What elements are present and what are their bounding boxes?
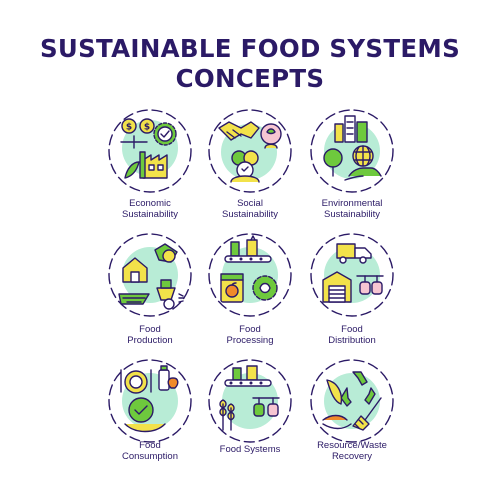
concept-label: Food Processing <box>226 324 274 346</box>
concept-food-distribution: Food Distribution <box>282 232 422 358</box>
concept-label: Food Distribution <box>328 324 376 346</box>
concept-resource-waste-recovery: Resource/Waste Recovery <box>282 358 422 484</box>
concept-label: Resource/Waste Recovery <box>317 440 387 462</box>
concept-economic-sustainability: $ $ Economic Sustainability <box>80 108 220 234</box>
concept-label: Social Sustainability <box>222 198 278 220</box>
concept-social-sustainability: Social Sustainability <box>180 108 320 234</box>
money-gear-factory-icon: $ $ <box>107 108 193 194</box>
handshake-people-icon <box>207 108 293 194</box>
concept-label: Economic Sustainability <box>122 198 178 220</box>
recycle-peel-broom-icon <box>309 358 395 444</box>
page-title: SUSTAINABLE FOOD SYSTEMS CONCEPTS <box>39 34 461 93</box>
conveyor-wheat-scale-icon <box>207 358 293 444</box>
concept-food-consumption: Food Consumption <box>80 358 220 484</box>
concept-food-systems: Food Systems <box>180 358 320 484</box>
concept-label: Environmental Sustainability <box>321 198 383 220</box>
truck-warehouse-icon <box>309 232 395 318</box>
concept-label: Food Systems <box>219 444 281 455</box>
barn-tractor-field-icon <box>107 232 193 318</box>
concept-food-processing: Food Processing <box>180 232 320 358</box>
concept-environmental-sustainability: Environmental Sustainability <box>282 108 422 234</box>
plate-bottle-apple-icon <box>107 358 193 444</box>
concept-food-production: Food Production <box>80 232 220 358</box>
conveyor-jar-gear-icon <box>207 232 293 318</box>
svg-text:$: $ <box>126 123 132 133</box>
concept-label: Food Consumption <box>122 440 178 462</box>
concept-label: Food Production <box>127 324 173 346</box>
svg-text:$: $ <box>144 123 150 133</box>
city-globe-tree-icon <box>309 108 395 194</box>
